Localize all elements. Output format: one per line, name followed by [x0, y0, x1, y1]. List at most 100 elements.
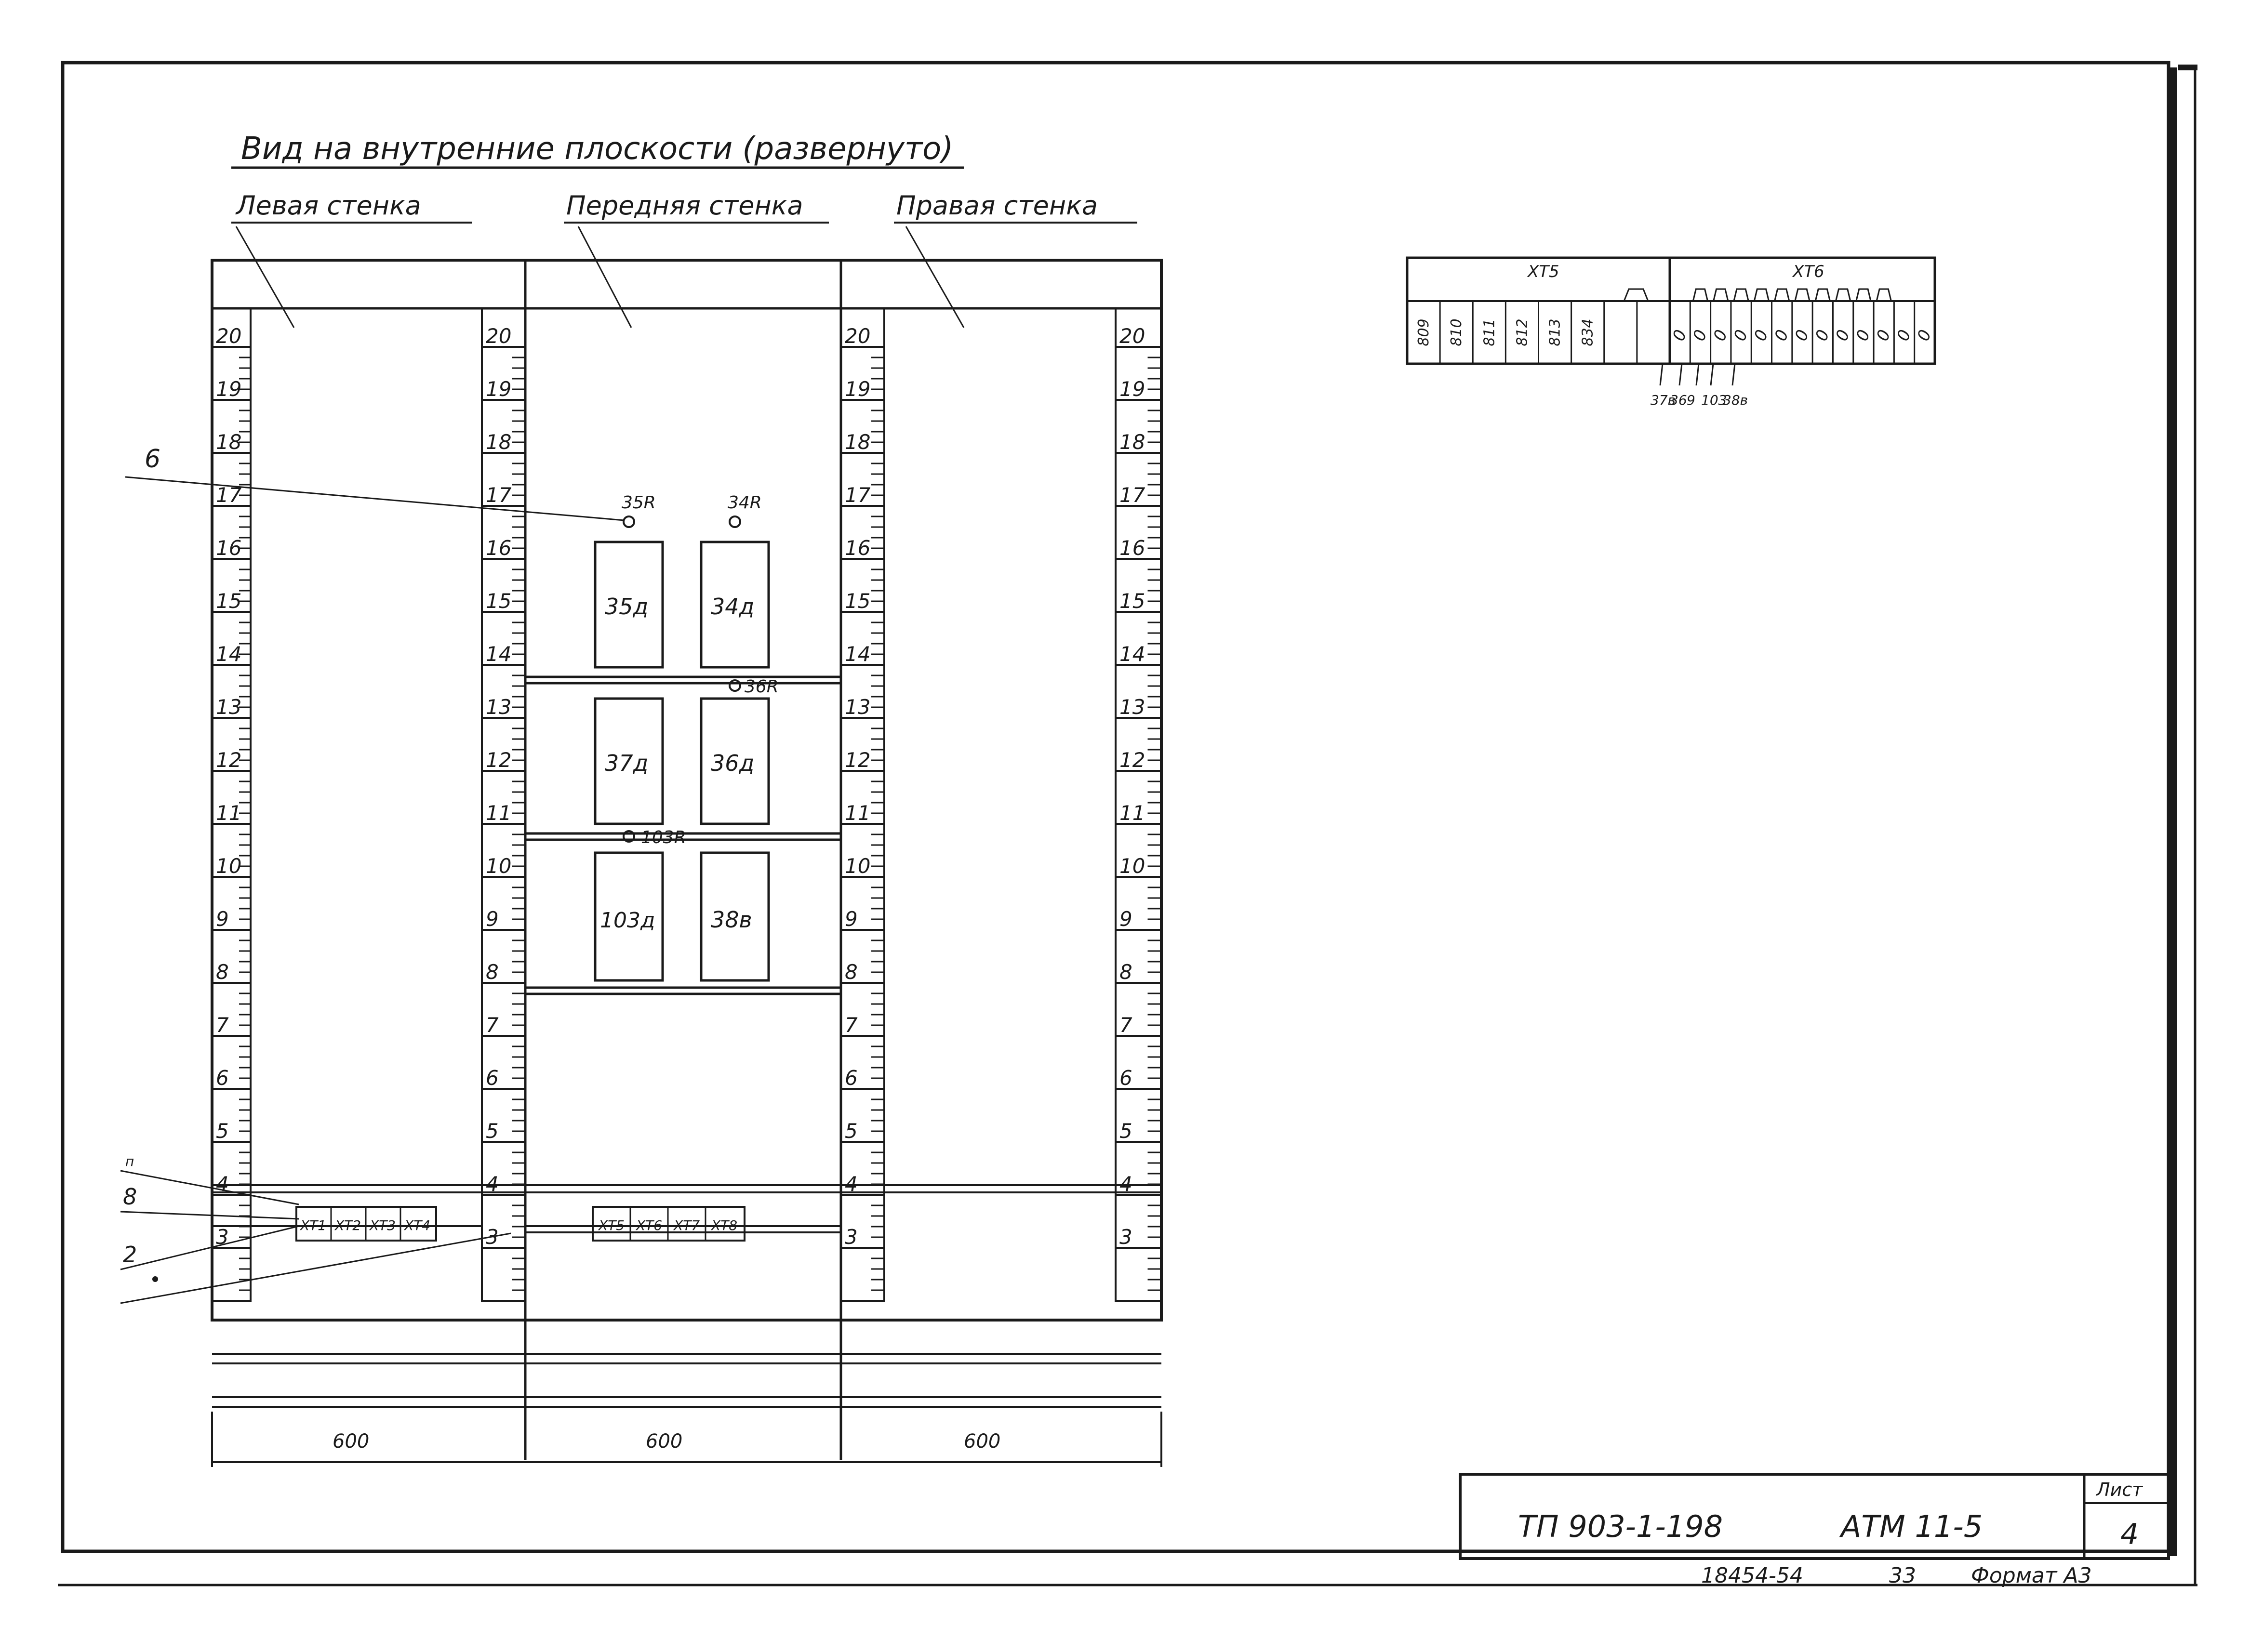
leader-label-6: 6: [145, 445, 160, 474]
terminal-table-leader: [1659, 363, 1664, 386]
scale-label: 12: [845, 748, 870, 772]
scale-label: 15: [216, 589, 241, 613]
terminal-table-xt6-label: XT6: [1792, 262, 1824, 281]
mounting-rails: [212, 675, 1161, 1233]
dimension-left: 600: [333, 1430, 369, 1453]
leader-line-2: [120, 1225, 299, 1270]
scale-label: 10: [486, 854, 511, 878]
terminal-table-xt6-cell: 0: [1730, 327, 1752, 344]
resistor-34-symbol: [729, 515, 741, 528]
device-34-label: 34д: [711, 594, 754, 620]
terminal-table-xt5-cell: 813: [1547, 318, 1564, 346]
scale-label: 15: [1119, 589, 1145, 613]
scale-label: 10: [845, 854, 870, 878]
scale-label: 14: [486, 642, 511, 666]
scale-rail-left-wall-right: [481, 307, 526, 1302]
device-37-label: 37д: [605, 750, 648, 776]
scale-label: 7: [216, 1013, 229, 1037]
document-number: ТП 903-1-198: [1518, 1509, 1723, 1544]
scale-label: 15: [486, 589, 511, 613]
device-38: 38в: [700, 851, 770, 982]
resistor-103-symbol: [623, 830, 635, 843]
terminal-table-xt6-cell: 0: [1852, 327, 1874, 344]
jumper-mark: [1814, 288, 1831, 302]
scale-label: 17: [1119, 483, 1145, 507]
terminal-block-front-0: XT5: [598, 1217, 625, 1233]
terminal-table-leader-label: 9: [1687, 392, 1695, 408]
scale-label: 6: [486, 1066, 499, 1090]
scale-label: 5: [1119, 1119, 1132, 1143]
scale-label: 13: [216, 695, 241, 719]
scale-label: 10: [1119, 854, 1145, 878]
scale-label: 15: [845, 589, 870, 613]
device-35: 35д: [594, 541, 664, 669]
jumper-mark: [1835, 288, 1851, 302]
scale-label: 12: [486, 748, 511, 772]
scale-label: 7: [845, 1013, 858, 1037]
scale-label: 20: [845, 324, 870, 348]
scale-rail-right-wall-right: [1115, 307, 1162, 1302]
scale-label: 5: [486, 1119, 499, 1143]
jumper-mark: [1713, 288, 1729, 302]
resistor-36-symbol: [729, 679, 741, 692]
scale-label: 14: [216, 642, 241, 666]
scale-label: 11: [486, 801, 511, 825]
jumper-mark: [1774, 288, 1790, 302]
scale-rail-left-wall-left: [211, 307, 252, 1302]
scale-labels: 2019181716151413121110987654320191817161…: [216, 324, 1145, 1249]
scale-label: 3: [845, 1225, 858, 1249]
scale-label: 17: [486, 483, 512, 507]
device-34: 34д: [700, 541, 770, 669]
device-35-label: 35д: [605, 594, 648, 620]
leader-label-top: п: [125, 1153, 134, 1169]
terminal-table-leader: [1731, 363, 1736, 386]
scale-label: 9: [845, 907, 858, 931]
sheet-number: 4: [2120, 1518, 2139, 1551]
scale-label: 12: [216, 748, 241, 772]
cabinet-outline: [211, 259, 1163, 1322]
jumper-mark: [1733, 288, 1749, 302]
scale-ticks: [212, 346, 1161, 1291]
title-block: [1459, 1473, 2170, 1560]
terminal-table-xt5-cell: 811: [1481, 318, 1498, 346]
terminal-table-xt5-label: XT5: [1527, 262, 1559, 281]
terminal-table-xt6-cell: 0: [1669, 327, 1691, 344]
terminal-table-xt6-cell: 0: [1710, 327, 1731, 344]
jumper-mark: [1794, 288, 1811, 302]
dimension-front: 600: [646, 1430, 682, 1453]
terminal-table-leader-label: 37в: [1651, 392, 1676, 408]
jumper-mark: [1753, 288, 1770, 302]
format-label: Формат А3: [1971, 1563, 2092, 1588]
scale-label: 19: [1119, 377, 1145, 401]
scale-label: 12: [1119, 748, 1145, 772]
jumper-mark: [1876, 288, 1892, 302]
sheet-code-number: 33: [1889, 1563, 1916, 1588]
terminal-table-xt6-cell: 0: [1893, 327, 1915, 344]
drawing-title: Вид на внутренние плоскости (развернуто): [241, 131, 953, 167]
device-36: 36д: [700, 697, 770, 825]
leader-label-8: 8: [123, 1184, 137, 1210]
scale-label: 9: [1119, 907, 1132, 931]
scale-label: 6: [216, 1066, 229, 1090]
terminal-table-xt6-cell: 0: [1832, 327, 1854, 344]
terminal-table-xt5-cell: 810: [1448, 318, 1465, 346]
scale-label: 19: [486, 377, 511, 401]
document-code: АТМ 11-5: [1839, 1509, 1983, 1544]
right-wall-leader: [905, 226, 965, 328]
leader-line-bottom: [120, 1232, 511, 1304]
device-103: 103д: [594, 851, 664, 982]
terminal-block-left-3: XT4: [403, 1217, 430, 1233]
dot-mark: [152, 1276, 158, 1282]
scale-label: 9: [216, 907, 229, 931]
device-38-label: 38в: [711, 907, 752, 933]
scale-label: 10: [216, 854, 241, 878]
scale-label: 13: [486, 695, 511, 719]
terminal-table-leader: [1695, 363, 1700, 386]
scale-label: 7: [486, 1013, 499, 1037]
terminal-table-xt5-cell: 812: [1514, 318, 1531, 346]
scale-label: 14: [1119, 642, 1145, 666]
scale-label: 11: [1119, 801, 1145, 825]
terminal-block-left-1: XT2: [334, 1217, 361, 1233]
device-103-label: 103д: [600, 908, 655, 933]
